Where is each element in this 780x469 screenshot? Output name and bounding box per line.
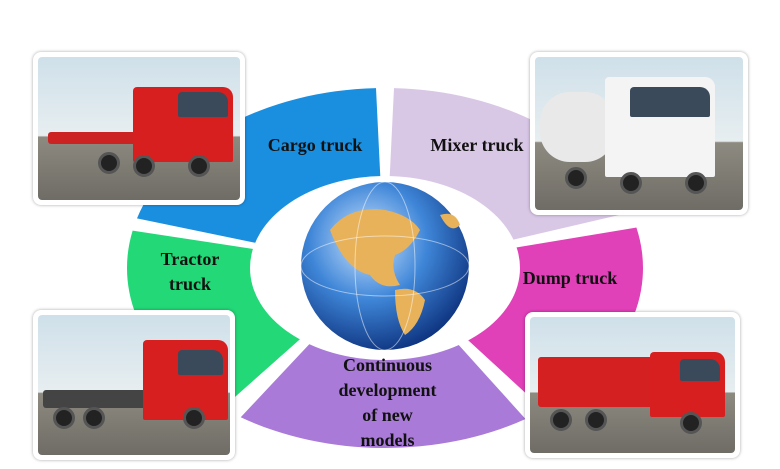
label-line: truck xyxy=(169,274,211,294)
label-line: Tractor xyxy=(160,249,220,269)
label-line: models xyxy=(360,430,415,450)
label-line: development xyxy=(338,380,437,400)
label-line: of new xyxy=(362,405,413,425)
globe-icon xyxy=(300,181,470,351)
segment-label-cargo: Cargo truck xyxy=(267,135,363,155)
mixer-truck-photo xyxy=(530,52,748,215)
segment-label-tractor: Tractor truck xyxy=(140,247,240,297)
segment-label-mixer: Mixer truck xyxy=(430,135,524,155)
label-line: Continuous xyxy=(342,355,433,375)
segment-label-dump: Dump truck xyxy=(522,268,618,288)
cargo-truck-photo xyxy=(33,52,245,205)
tractor-truck-photo xyxy=(33,310,235,460)
dump-truck-photo xyxy=(525,312,740,458)
segment-development xyxy=(240,340,526,448)
segment-label-development: Continuous development of new models xyxy=(315,353,460,453)
